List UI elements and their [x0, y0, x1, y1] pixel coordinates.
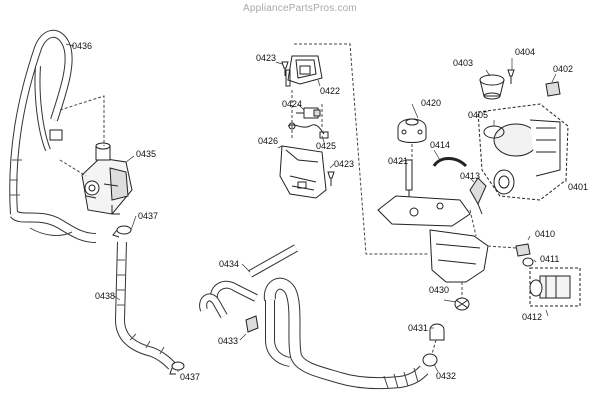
filter-tube-0421 — [405, 159, 413, 200]
clamp-0437a — [112, 225, 132, 238]
leader-lines — [65, 43, 567, 373]
part-label-0412[interactable]: 0412 — [522, 312, 543, 322]
part-label-0426[interactable]: 0426 — [258, 136, 279, 146]
part-label-0414[interactable]: 0414 — [430, 140, 451, 150]
part-label-0413[interactable]: 0413 — [460, 171, 481, 181]
drain-hose-0436 — [9, 30, 97, 243]
part-label-0423b[interactable]: 0423 — [334, 159, 355, 169]
part-label-0432[interactable]: 0432 — [436, 371, 457, 381]
part-label-0420[interactable]: 0420 — [421, 98, 442, 108]
screw-0404 — [507, 69, 515, 84]
part-label-0437a[interactable]: 0437 — [138, 211, 159, 221]
heater-0412 — [529, 267, 581, 307]
part-label-0431[interactable]: 0431 — [408, 323, 429, 333]
hose-0434 — [199, 244, 298, 318]
guide-lines-left — [59, 95, 105, 177]
part-label-0401[interactable]: 0401 — [568, 182, 589, 192]
clip-0433 — [245, 315, 259, 333]
seal-0414 — [432, 157, 468, 168]
part-label-0421[interactable]: 0421 — [388, 156, 409, 166]
check-valve-0435 — [81, 142, 133, 215]
guide-lines-mid — [291, 43, 428, 255]
cap-0403 — [479, 74, 505, 100]
part-label-0404[interactable]: 0404 — [515, 47, 536, 57]
spring-0430 — [454, 297, 470, 311]
sensor-0424 — [296, 107, 321, 119]
part-label-0424[interactable]: 0424 — [282, 99, 303, 109]
bracket-0422 — [285, 55, 323, 87]
part-label-0403[interactable]: 0403 — [453, 58, 474, 68]
part-label-0430[interactable]: 0430 — [429, 285, 450, 295]
valve-0413 — [469, 177, 487, 215]
guide-lines-right — [411, 144, 517, 355]
part-label-0410[interactable]: 0410 — [535, 229, 556, 239]
screw-0423a — [281, 61, 289, 76]
part-label-0437b[interactable]: 0437 — [180, 372, 201, 382]
part-label-0433[interactable]: 0433 — [218, 336, 239, 346]
clip-0402 — [545, 81, 561, 97]
part-label-0438[interactable]: 0438 — [95, 291, 116, 301]
cover-0426 — [279, 145, 327, 199]
connector-0410 — [515, 243, 531, 257]
part-label-0436[interactable]: 0436 — [72, 41, 93, 51]
part-label-0411[interactable]: 0411 — [540, 254, 560, 264]
part-label-0425[interactable]: 0425 — [316, 141, 337, 151]
pump-0401 — [477, 103, 569, 201]
ring-0432 — [422, 353, 438, 367]
bracket-0431 — [429, 323, 445, 341]
hose-0438 — [114, 241, 176, 370]
part-label-0435[interactable]: 0435 — [136, 149, 157, 159]
circulation-hose — [263, 277, 429, 390]
part-label-0423a[interactable]: 0423 — [256, 53, 277, 63]
sump-housing — [377, 195, 489, 283]
part-label-0405[interactable]: 0405 — [468, 110, 489, 120]
filter-cap-0420 — [397, 118, 427, 143]
part-label-0402[interactable]: 0402 — [553, 64, 574, 74]
seal-0411 — [522, 257, 534, 267]
part-label-0422[interactable]: 0422 — [320, 86, 341, 96]
screw-0423b — [327, 171, 335, 186]
part-label-0434[interactable]: 0434 — [219, 259, 240, 269]
watermark-text: AppliancePartsPros.com — [243, 3, 357, 14]
